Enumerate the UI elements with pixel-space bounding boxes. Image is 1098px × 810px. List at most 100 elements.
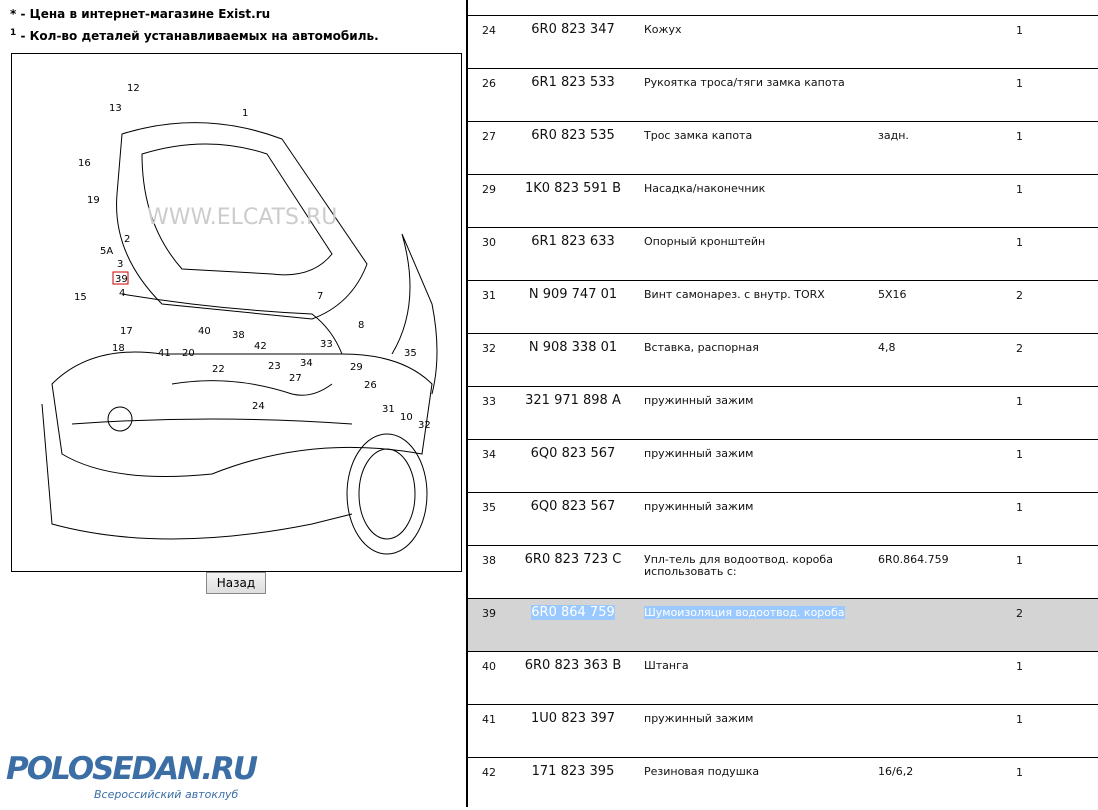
quantity: 1 xyxy=(1016,766,1023,779)
qty-note-sup: 1 xyxy=(10,28,17,38)
position-number: 32 xyxy=(482,342,496,355)
callout-19[interactable]: 19 xyxy=(87,195,100,206)
quantity: 2 xyxy=(1016,289,1023,302)
callout-38[interactable]: 38 xyxy=(232,330,245,341)
position-number: 31 xyxy=(482,289,496,302)
part-description-text: Насадка/наконечник xyxy=(644,182,766,195)
part-description: пружинный зажим xyxy=(644,448,874,460)
part-number-text: 6R1 823 533 xyxy=(531,75,615,90)
part-description: Резиновая подушка xyxy=(644,766,874,778)
part-note: задн. xyxy=(878,130,909,142)
callout-33[interactable]: 33 xyxy=(320,339,333,350)
callout-15[interactable]: 15 xyxy=(74,292,87,303)
callout-31[interactable]: 31 xyxy=(382,404,395,415)
quantity-text: 2 xyxy=(1016,289,1023,302)
position-number: 39 xyxy=(482,607,496,620)
position-number-text: 42 xyxy=(482,766,496,779)
quantity: 1 xyxy=(1016,130,1023,143)
position-number: 29 xyxy=(482,183,496,196)
part-number: 1K0 823 591 B xyxy=(508,181,638,196)
callout-26[interactable]: 26 xyxy=(364,380,377,391)
back-button[interactable]: Назад xyxy=(206,572,266,594)
callout-8[interactable]: 8 xyxy=(358,320,364,331)
qty-note-text: - Кол-во деталей устанавливаемых на авто… xyxy=(16,29,379,43)
part-number-text: 321 971 898 A xyxy=(525,393,621,408)
part-note-text: 4,8 xyxy=(878,341,896,354)
callout-2[interactable]: 2 xyxy=(124,234,130,245)
part-description-text: Упл-тель для водоотвод. короба xyxy=(644,553,833,566)
part-number-text: 1K0 823 591 B xyxy=(524,181,621,196)
part-number: 321 971 898 A xyxy=(508,393,638,408)
part-note: 4,8 xyxy=(878,342,896,354)
callout-42[interactable]: 42 xyxy=(254,341,267,352)
callout-17[interactable]: 17 xyxy=(120,326,133,337)
callout-22[interactable]: 22 xyxy=(212,364,225,375)
position-number-text: 27 xyxy=(482,130,496,143)
callout-13[interactable]: 13 xyxy=(109,103,122,114)
callout-32[interactable]: 32 xyxy=(418,420,431,431)
callout-29[interactable]: 29 xyxy=(350,362,363,373)
quantity: 1 xyxy=(1016,395,1023,408)
quantity-text: 1 xyxy=(1016,236,1023,249)
callout-3[interactable]: 3 xyxy=(117,259,123,270)
quantity-text: 1 xyxy=(1016,766,1023,779)
callout-5A[interactable]: 5A xyxy=(100,246,113,257)
position-number-text: 32 xyxy=(482,342,496,355)
callout-40[interactable]: 40 xyxy=(198,326,211,337)
callout-4[interactable]: 4 xyxy=(119,288,125,299)
part-description-text: Трос замка капота xyxy=(644,129,753,142)
position-number-text: 29 xyxy=(482,183,496,196)
part-description-extra: использовать с: xyxy=(644,565,737,578)
callout-35[interactable]: 35 xyxy=(404,348,417,359)
callout-24[interactable]: 24 xyxy=(252,401,265,412)
watermark: WWW.ELCATS.RU xyxy=(147,205,337,230)
part-description-text: Штанга xyxy=(644,659,689,672)
part-number: 1U0 823 397 xyxy=(508,711,638,726)
part-description-text: Вставка, распорная xyxy=(644,341,759,354)
callout-27[interactable]: 27 xyxy=(289,373,302,384)
part-number-text: 6R0 823 347 xyxy=(531,22,615,37)
part-note: 16/6,2 xyxy=(878,766,913,778)
callout-39[interactable]: 39 xyxy=(115,274,128,285)
callout-18[interactable]: 18 xyxy=(112,343,125,354)
callout-20[interactable]: 20 xyxy=(182,348,195,359)
part-number: 6Q0 823 567 xyxy=(508,499,638,514)
callout-7[interactable]: 7 xyxy=(317,291,323,302)
callout-23[interactable]: 23 xyxy=(268,361,281,372)
highlight-box xyxy=(112,271,129,285)
part-description-text: пружинный зажим xyxy=(644,712,754,725)
part-description-text: Рукоятка троса/тяги замка капота xyxy=(644,76,845,89)
quantity-text: 1 xyxy=(1016,130,1023,143)
callout-10[interactable]: 10 xyxy=(400,412,413,423)
callout-12[interactable]: 12 xyxy=(127,83,140,94)
part-description-text: пружинный зажим xyxy=(644,500,754,513)
logo-title: POLOSEDAN.RU xyxy=(6,751,258,787)
callout-16[interactable]: 16 xyxy=(78,158,91,169)
callout-41[interactable]: 41 xyxy=(158,348,171,359)
part-description: Насадка/наконечник xyxy=(644,183,874,195)
callout-34[interactable]: 34 xyxy=(300,358,313,369)
part-description: Вставка, распорная xyxy=(644,342,874,354)
part-number-text: N 908 338 01 xyxy=(528,340,618,355)
quantity: 1 xyxy=(1016,448,1023,461)
part-number-text: N 909 747 01 xyxy=(528,287,618,302)
callout-1[interactable]: 1 xyxy=(242,108,248,119)
quantity-text: 1 xyxy=(1016,77,1023,90)
